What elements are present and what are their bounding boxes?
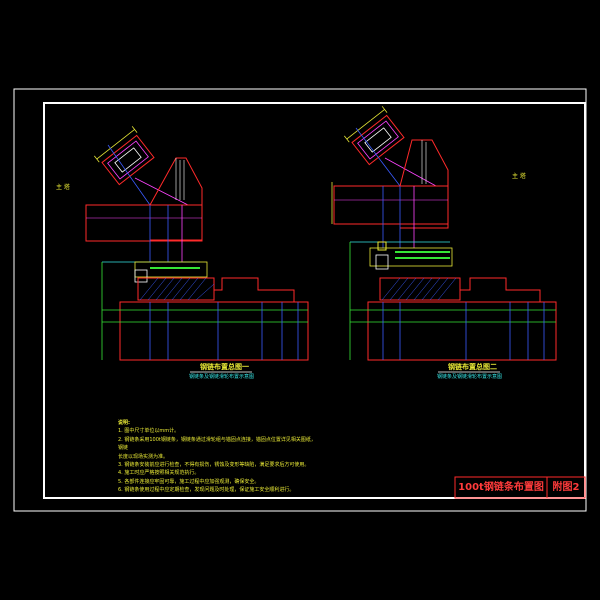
view-left-subcaption: 钢链条及钢链滑轮布置示意图 <box>189 374 255 380</box>
note-line: 1. 图中尺寸单位以mm计。 <box>118 428 180 435</box>
view-left-caption: 钢链布置总图一 <box>200 363 249 371</box>
title-block <box>454 476 586 499</box>
view-right-caption: 钢链布置总图二 <box>448 363 497 371</box>
inner-frame <box>43 102 586 499</box>
view-right-subcaption: 钢链条及钢链滑轮布置示意图 <box>437 374 503 380</box>
note-line: 3. 钢链条安装前应进行检查，不得有损伤，锈蚀及变形等缺陷，满足要求后方可使用。 <box>118 462 310 469</box>
drawing-notes: 说明: 1. 图中尺寸单位以mm计。 2. 钢链条采用100t钢链条，钢链条通过… <box>118 419 318 495</box>
notes-heading: 说明: <box>118 420 130 426</box>
chain-block-right <box>343 106 405 166</box>
note-line: 5. 各部件连接应牢固可靠，施工过程中应加强观测，确保安全。 <box>118 478 260 485</box>
view-right-side-label: 主 塔 <box>512 173 526 180</box>
note-line: 6. 钢链条使用过程中应定期检查，发现问题及时处理，保证施工安全顺利进行。 <box>118 487 295 494</box>
title-block-title: 100t钢链条布置图 <box>458 482 544 493</box>
note-line: 4. 施工时应严格按照相关规范执行。 <box>118 470 200 477</box>
note-line: 2. 钢链条采用100t钢链条，钢链条通过滑轮组与锚固点连接，锚固点位置详见相关… <box>118 436 316 452</box>
title-block-code: 附图2 <box>552 482 580 493</box>
view-left-side-label: 主 塔 <box>56 184 70 191</box>
view-right <box>331 106 557 373</box>
chain-block-left <box>93 126 155 186</box>
view-left <box>85 126 309 373</box>
note-line: 长度以现场实测为准。 <box>118 453 169 460</box>
